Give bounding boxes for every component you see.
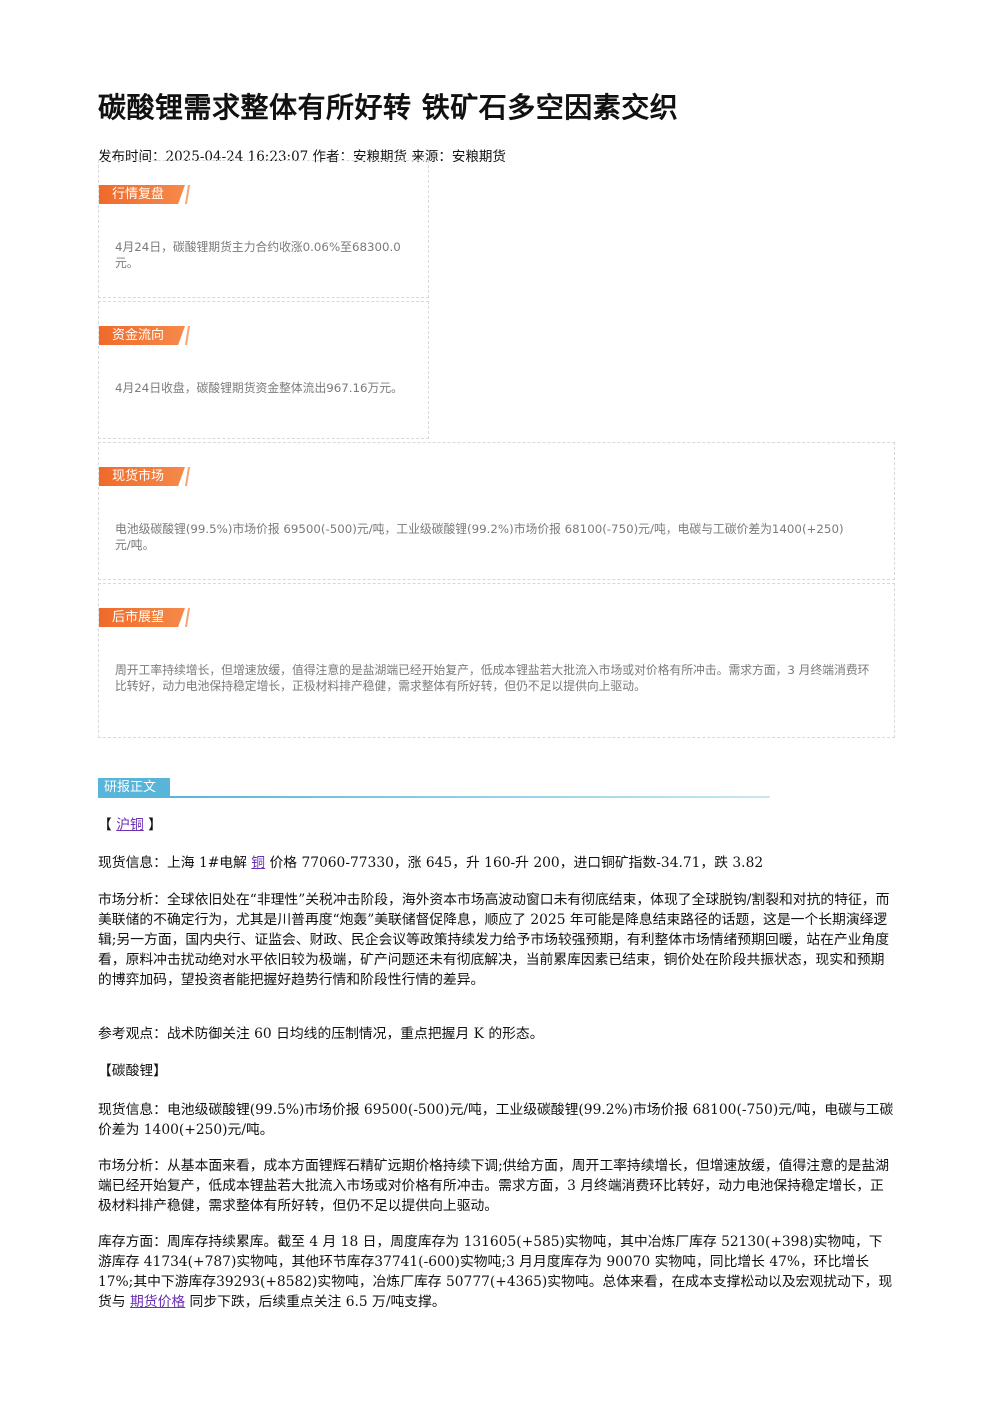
heading-bracket-close: 】: [143, 817, 162, 833]
summary-tag: 资金流向: [99, 326, 185, 345]
summary-tag: 现货市场: [99, 467, 185, 486]
copper-spot-info: 现货信息：上海 1#电解 铜 价格 77060-77330，涨 645，升 16…: [98, 853, 894, 873]
summary-tag: 行情复盘: [99, 185, 185, 204]
lithium-spot-info: 现货信息：电池级碳酸锂(99.5%)市场价报 69500(-500)元/吨，工业…: [98, 1102, 894, 1138]
summary-tag: 后市展望: [99, 608, 185, 627]
summary-box-fund-flow: 资金流向 4月24日收盘，碳酸锂期货资金整体流出967.16万元。: [98, 301, 429, 439]
inventory-text: 库存方面：周库存持续累库。截至 4 月 18 日，周度库存为 131605(+5…: [98, 1234, 893, 1310]
copper-link[interactable]: 沪铜: [116, 817, 144, 833]
tag-tail-decoration: [185, 326, 190, 345]
report-section-label: 研报正文: [98, 778, 170, 797]
lithium-inventory: 库存方面：周库存持续累库。截至 4 月 18 日，周度库存为 131605(+5…: [98, 1232, 894, 1312]
tag-tail-decoration: [185, 185, 190, 204]
tag-tail-decoration: [185, 608, 190, 627]
copper-spot-suffix: 价格 77060-77330，涨 645，升 160-升 200，进口铜矿指数-…: [265, 855, 764, 871]
lithium-heading: 【碳酸锂】: [98, 1063, 167, 1079]
summary-box-outlook: 后市展望 周开工率持续增长，但增速放缓，值得注意的是盐湖端已经开始复产，低成本锂…: [98, 583, 895, 738]
summary-box-review: 行情复盘 4月24日，碳酸锂期货主力合约收涨0.06%至68300.0元。: [98, 160, 429, 298]
copper-heading: 【 沪铜 】: [98, 815, 894, 835]
article-title: 碳酸锂需求整体有所好转 铁矿石多空因素交织: [98, 91, 679, 124]
article-meta: 发布时间：2025-04-24 16:23:07 作者：安粮期货 来源：安粮期货: [98, 149, 506, 165]
lithium-analysis: 市场分析：从基本面来看，成本方面锂辉石精矿远期价格持续下调;供给方面，周开工率持…: [98, 1158, 890, 1214]
copper-spot-prefix: 现货信息：上海 1#电解: [98, 855, 252, 871]
copper-view: 参考观点：战术防御关注 60 日均线的压制情况，重点把握月 K 的形态。: [98, 1026, 544, 1042]
heading-bracket-open: 【: [98, 817, 117, 833]
summary-box-spot-market: 现货市场 电池级碳酸锂(99.5%)市场价报 69500(-500)元/吨，工业…: [98, 442, 895, 580]
report-section-divider: [98, 796, 770, 798]
inventory-text-end: 同步下跌，后续重点关注 6.5 万/吨支撑。: [185, 1294, 446, 1310]
summary-text: 4月24日，碳酸锂期货主力合约收涨0.06%至68300.0元。: [115, 240, 401, 270]
summary-text: 周开工率持续增长，但增速放缓，值得注意的是盐湖端已经开始复产，低成本锂盐若大批流…: [115, 663, 870, 693]
tag-tail-decoration: [185, 467, 190, 486]
summary-text: 电池级碳酸锂(99.5%)市场价报 69500(-500)元/吨，工业级碳酸锂(…: [115, 522, 844, 552]
copper-analysis: 市场分析：全球依旧处在“非理性”关税冲击阶段，海外资本市场高波动窗口未有彻底结束…: [98, 892, 890, 988]
copper-inline-link[interactable]: 铜: [251, 855, 266, 871]
futures-price-link[interactable]: 期货价格: [129, 1294, 186, 1310]
summary-text: 4月24日收盘，碳酸锂期货资金整体流出967.16万元。: [115, 381, 403, 395]
